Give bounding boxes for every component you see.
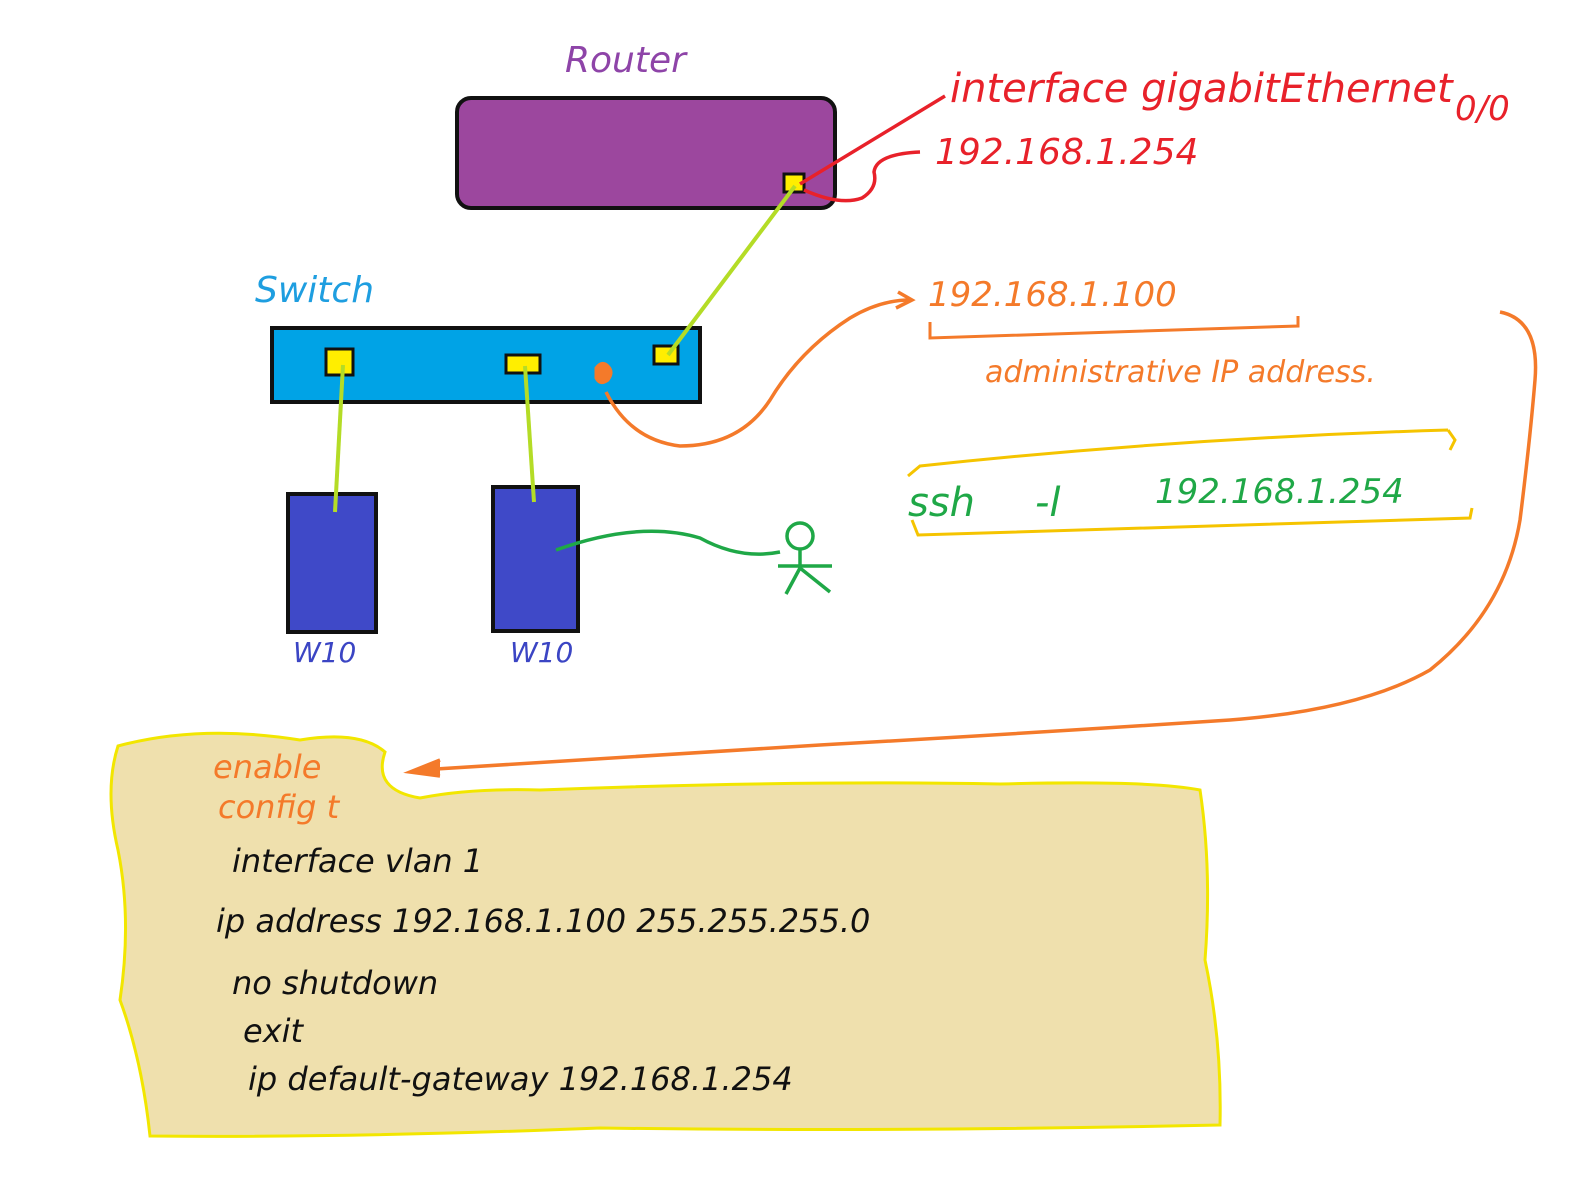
switch-ip-pointer (604, 298, 911, 448)
ssh-target-text: 192.168.1.254 (1155, 472, 1404, 512)
switch-ip-pointer-arrowhead (895, 290, 916, 310)
switch-label: Switch (255, 270, 374, 311)
router-ip-pointer (803, 150, 921, 203)
router-interface-text: interface gigabitEthernet (950, 66, 1454, 112)
config-pointer-arrowhead (403, 758, 441, 778)
pc-right-box (491, 485, 580, 633)
ssh-bracket-bottom (910, 507, 1474, 537)
router-label: Router (565, 40, 688, 81)
switch-port-2 (504, 353, 542, 375)
user-connection-line (555, 529, 781, 556)
ssh-flag-text: -l (1035, 480, 1061, 526)
config-line-no-shutdown: no shutdown (232, 964, 438, 1002)
config-line-config-t: config t (218, 788, 341, 826)
pc-left-label: W10 (293, 636, 356, 669)
cable-switch-pc-right (523, 365, 536, 503)
router-interface-pointer (799, 94, 946, 186)
config-line-default-gateway: ip default-gateway 192.168.1.254 (248, 1060, 793, 1098)
pc-right-label: W10 (510, 636, 573, 669)
switch-port-1 (324, 347, 355, 377)
cable-router-switch (666, 184, 797, 357)
config-line-exit: exit (243, 1012, 305, 1050)
vlan-interface-marker (594, 361, 613, 385)
router-interface-number: 0/0 (1455, 89, 1510, 129)
stick-figure-user-icon (778, 521, 832, 595)
pc-left-box (286, 492, 378, 634)
ssh-command-text: ssh (908, 480, 975, 526)
config-pointer-arrow (419, 310, 1538, 772)
cable-switch-pc-left (333, 364, 345, 513)
config-line-ip-address: ip address 192.168.1.100 255.255.255.0 (216, 902, 870, 940)
router-ip-text: 192.168.1.254 (935, 132, 1198, 173)
config-note-background (109, 731, 1222, 1138)
router-box (455, 96, 837, 210)
ssh-bracket-top (907, 428, 1457, 478)
switch-ip-text: 192.168.1.100 (928, 275, 1177, 315)
config-line-enable: enable (213, 748, 321, 786)
switch-ip-underline-bracket (928, 316, 1300, 340)
config-line-interface-vlan: interface vlan 1 (232, 842, 483, 880)
switch-ip-caption: administrative IP address. (985, 355, 1376, 390)
